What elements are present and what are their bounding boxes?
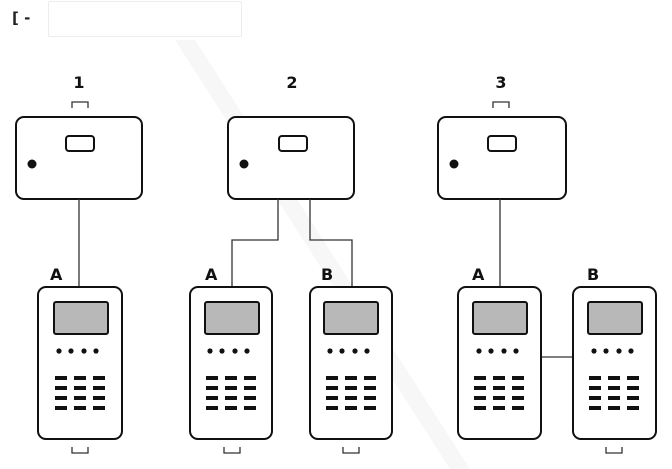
led-indicator (27, 159, 37, 169)
handset-dots (207, 348, 250, 354)
clip-icon (71, 101, 89, 108)
handset-keypad (206, 376, 256, 410)
handset (309, 286, 393, 440)
top-input[interactable] (48, 1, 242, 37)
handset (457, 286, 542, 440)
handset-keypad (55, 376, 105, 410)
configuration-number: 1 (73, 73, 84, 92)
configuration-2: 2 A B (189, 73, 393, 454)
handset-screen (204, 301, 260, 335)
handset-dots (56, 348, 99, 354)
base-unit (227, 116, 355, 200)
handset-screen (53, 301, 109, 335)
base-unit-display (65, 135, 95, 152)
base-unit-display (487, 135, 517, 152)
configuration-number: 3 (495, 73, 506, 92)
base-unit (437, 116, 567, 200)
base-unit (15, 116, 143, 200)
handset-keypad (326, 376, 376, 410)
handset-screen (323, 301, 379, 335)
connection-wire (231, 199, 279, 287)
handset-label: A (205, 265, 218, 284)
clip-icon (223, 447, 241, 454)
base-unit-display (278, 135, 308, 152)
configuration-1: 1 A (15, 73, 143, 454)
clip-icon (492, 101, 510, 108)
configuration-3: 3 A B (437, 73, 657, 454)
handset (189, 286, 273, 440)
clip-icon (605, 447, 623, 454)
handset-keypad (589, 376, 639, 410)
connection-wire (309, 199, 353, 287)
handset (37, 286, 123, 440)
top-label: [ - (12, 9, 31, 27)
handset (572, 286, 657, 440)
handset-keypad (474, 376, 524, 410)
handset-label: A (50, 265, 63, 284)
handset-label: B (587, 265, 599, 284)
led-indicator (449, 159, 459, 169)
configuration-number: 2 (286, 73, 297, 92)
led-indicator (239, 159, 249, 169)
clip-icon (342, 447, 360, 454)
handset-label: B (321, 265, 333, 284)
handset-dots (591, 348, 634, 354)
handset-screen (472, 301, 528, 335)
top-bar: [ - (0, 0, 672, 44)
handset-label: A (472, 265, 485, 284)
handset-dots (476, 348, 519, 354)
handset-screen (587, 301, 643, 335)
handset-dots (327, 348, 370, 354)
clip-icon (71, 447, 89, 454)
